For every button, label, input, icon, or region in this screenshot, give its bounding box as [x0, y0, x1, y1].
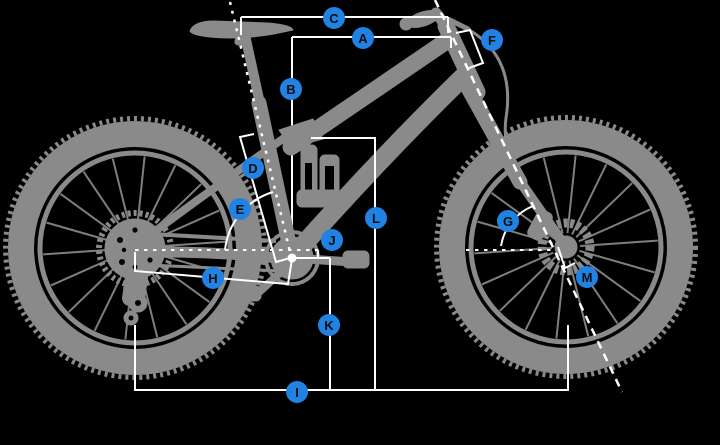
dimension-line-j: [292, 250, 330, 259]
dimension-bracket-m: [557, 246, 576, 270]
steering-axis-line: [433, 0, 624, 393]
label-badge-j: J: [321, 229, 343, 251]
pedal-right: [342, 250, 370, 269]
shock-cutout-1: [305, 163, 312, 196]
label-badge-g: G: [497, 210, 519, 232]
label-badge-f: F: [481, 29, 503, 51]
bottom-bracket-marker: [287, 253, 297, 263]
label-badge-b: B: [280, 78, 302, 100]
bike-silhouette: [3, 7, 698, 380]
dimension-line-l: [311, 137, 376, 390]
grip: [399, 17, 413, 31]
shock-mount-plate: [296, 189, 340, 208]
label-badge-d: D: [242, 157, 264, 179]
dimension-bracket-f: [455, 28, 485, 69]
label-badge-e: E: [229, 198, 251, 220]
label-badge-h: H: [202, 267, 224, 289]
label-badge-a: A: [352, 27, 374, 49]
label-badge-i: I: [286, 381, 308, 403]
seat-tube-axis-line: [228, 1, 293, 257]
dimension-line-i: [134, 325, 569, 391]
crank-arm-left: [254, 258, 296, 297]
down-tube: [285, 66, 474, 264]
seat-tube: [251, 95, 299, 261]
label-badge-k: K: [318, 314, 340, 336]
label-badge-m: M: [576, 266, 598, 288]
chain-top: [151, 232, 277, 243]
label-badge-c: C: [323, 7, 345, 29]
label-badge-l: L: [365, 207, 387, 229]
seatstay: [135, 127, 298, 247]
pedal-left: [232, 285, 262, 302]
shock-cutout-2: [325, 166, 334, 191]
